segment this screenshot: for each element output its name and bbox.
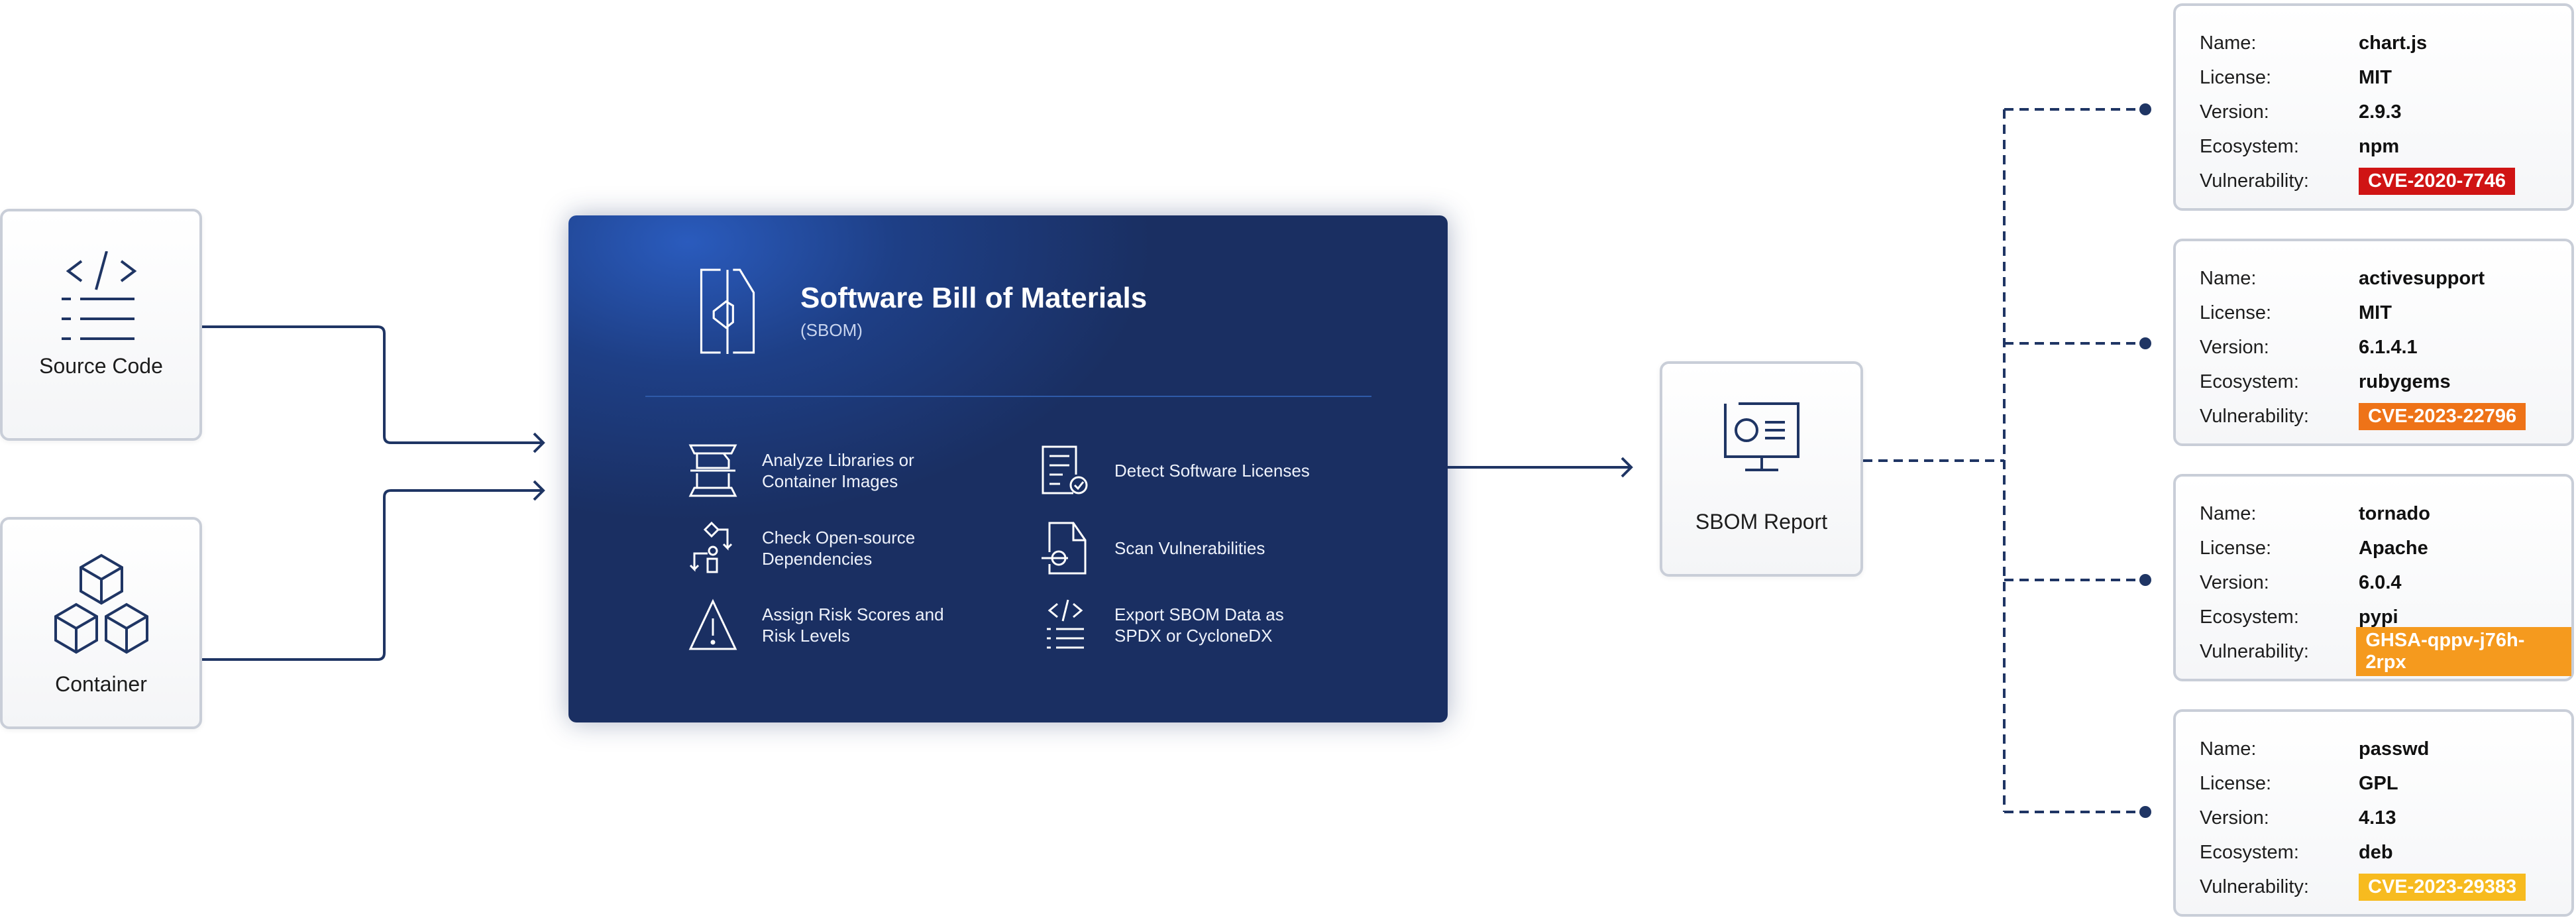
field-label: Name: xyxy=(2200,738,2257,760)
report-to-cards-dashed xyxy=(1863,108,2143,813)
scan-icon xyxy=(688,444,737,497)
field-label: Version: xyxy=(2200,336,2269,358)
feature-analyze: Analyze Libraries or Container Images xyxy=(688,444,1000,497)
connector-dot xyxy=(2139,574,2151,586)
field-label: License: xyxy=(2200,772,2272,794)
field-label: Ecosystem: xyxy=(2200,135,2299,157)
sbom-to-report-arrow xyxy=(1448,457,1633,478)
connector-dot xyxy=(2139,337,2151,349)
field-value: passwd xyxy=(2359,738,2430,760)
container-box[interactable]: Container xyxy=(0,517,202,729)
feature-dependencies: Check Open-source Dependencies xyxy=(688,522,1000,575)
field-vulnerability: Vulnerability: CVE-2020-7746 xyxy=(2200,166,2515,196)
field-value: chart.js xyxy=(2359,32,2428,54)
vulnerability-scan-icon xyxy=(1042,522,1087,575)
sbom-subtitle: (SBOM) xyxy=(800,320,863,340)
field-ecosystem: Ecosystem: deb xyxy=(2200,838,2393,867)
field-label: Version: xyxy=(2200,571,2269,593)
vulnerability-badge: CVE-2023-22796 xyxy=(2359,402,2526,430)
field-value: pypi xyxy=(2359,606,2398,628)
field-label: Name: xyxy=(2200,32,2257,54)
field-label: Name: xyxy=(2200,267,2257,289)
source-to-sbom-arrow xyxy=(202,325,545,453)
vulnerability-badge: CVE-2020-7746 xyxy=(2359,167,2515,195)
field-ecosystem: Ecosystem: pypi xyxy=(2200,603,2398,632)
field-value: tornado xyxy=(2359,502,2430,524)
field-vulnerability: Vulnerability: GHSA-qppv-j76h-2rpx xyxy=(2200,627,2571,676)
field-value: deb xyxy=(2359,841,2393,863)
field-label: License: xyxy=(2200,302,2272,323)
field-value: 2.9.3 xyxy=(2359,101,2402,123)
vulnerability-badge: GHSA-qppv-j76h-2rpx xyxy=(2356,627,2571,676)
field-name: Name: passwd xyxy=(2200,734,2429,764)
source-code-box[interactable]: Source Code xyxy=(0,209,202,441)
field-license: License: MIT xyxy=(2200,298,2392,327)
field-label: Vulnerability: xyxy=(2200,405,2309,427)
field-value: 4.13 xyxy=(2359,807,2396,829)
container-label: Container xyxy=(55,672,147,696)
field-label: License: xyxy=(2200,537,2272,559)
sbom-title: Software Bill of Materials xyxy=(800,282,1148,314)
field-vulnerability: Vulnerability: CVE-2023-29383 xyxy=(2200,872,2526,901)
monitor-report-icon xyxy=(1723,402,1799,471)
connector-dot xyxy=(2139,103,2151,115)
field-ecosystem: Ecosystem: rubygems xyxy=(2200,367,2451,396)
export-code-icon xyxy=(1047,599,1084,649)
field-label: Ecosystem: xyxy=(2200,371,2299,392)
field-label: Vulnerability: xyxy=(2200,876,2309,897)
connector-dot xyxy=(2139,806,2151,818)
field-value: rubygems xyxy=(2359,371,2451,392)
field-label: Ecosystem: xyxy=(2200,606,2299,628)
feature-licenses: Detect Software Licenses xyxy=(1040,444,1353,497)
field-license: License: MIT xyxy=(2200,63,2392,92)
field-value: npm xyxy=(2359,135,2400,157)
field-label: Version: xyxy=(2200,807,2269,829)
field-version: Version: 4.13 xyxy=(2200,803,2396,833)
feature-scan: Scan Vulnerabilities xyxy=(1040,522,1353,575)
field-value: MIT xyxy=(2359,66,2392,88)
source-code-label: Source Code xyxy=(39,354,163,378)
license-icon xyxy=(1042,445,1088,494)
feature-export: Export SBOM Data as SPDX or CycloneDX xyxy=(1040,599,1353,652)
dependencies-icon xyxy=(689,522,733,573)
field-label: Vulnerability: xyxy=(2200,170,2309,192)
sbom-panel: Software Bill of Materials (SBOM) Analyz… xyxy=(568,215,1448,722)
code-icon xyxy=(61,251,136,340)
field-version: Version: 2.9.3 xyxy=(2200,97,2402,127)
field-value: MIT xyxy=(2359,302,2392,323)
field-value: Apache xyxy=(2359,537,2428,559)
field-vulnerability: Vulnerability: CVE-2023-22796 xyxy=(2200,402,2526,431)
field-value: 6.0.4 xyxy=(2359,571,2402,593)
field-label: Version: xyxy=(2200,101,2269,123)
field-value: 6.1.4.1 xyxy=(2359,336,2418,358)
container-to-sbom-arrow xyxy=(202,480,545,661)
field-license: License: GPL xyxy=(2200,769,2398,798)
feature-risk: Assign Risk Scores and Risk Levels xyxy=(688,599,1000,652)
field-label: Ecosystem: xyxy=(2200,841,2299,863)
sbom-report-label: SBOM Report xyxy=(1695,510,1828,534)
field-value: GPL xyxy=(2359,772,2398,794)
cubes-icon xyxy=(54,553,148,654)
field-name: Name: activesupport xyxy=(2200,264,2485,293)
field-value: activesupport xyxy=(2359,267,2485,289)
sbom-report-box[interactable]: SBOM Report xyxy=(1660,361,1863,577)
field-version: Version: 6.0.4 xyxy=(2200,568,2402,597)
warning-icon xyxy=(688,599,737,650)
sbom-document-icon xyxy=(700,268,755,354)
field-name: Name: tornado xyxy=(2200,499,2430,528)
field-label: License: xyxy=(2200,66,2272,88)
vulnerability-badge: CVE-2023-29383 xyxy=(2359,873,2526,901)
field-label: Name: xyxy=(2200,502,2257,524)
field-license: License: Apache xyxy=(2200,534,2428,563)
divider xyxy=(645,396,1371,397)
field-version: Version: 6.1.4.1 xyxy=(2200,333,2418,362)
field-label: Vulnerability: xyxy=(2200,640,2309,662)
field-ecosystem: Ecosystem: npm xyxy=(2200,132,2399,161)
field-name: Name: chart.js xyxy=(2200,29,2427,58)
